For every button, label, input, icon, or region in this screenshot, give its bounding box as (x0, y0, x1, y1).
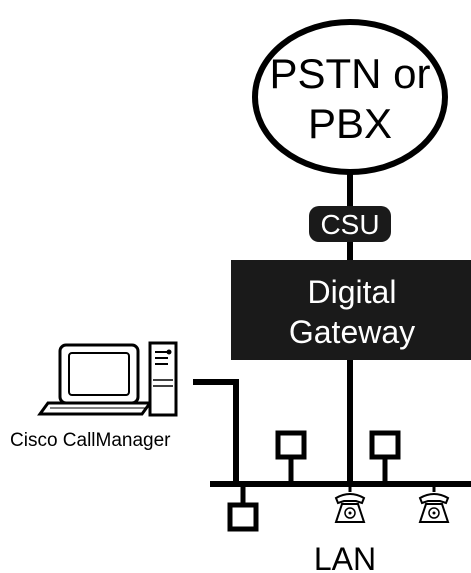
csu-label: CSU (320, 209, 379, 240)
csu-box (309, 206, 391, 242)
digital-gateway-box (231, 260, 471, 360)
gateway-label-line1: Digital (308, 274, 397, 310)
server-connection (193, 379, 239, 484)
ip-phone-1 (334, 484, 366, 523)
pstn-label: PSTN or (269, 50, 430, 97)
callmanager-server-icon (37, 341, 178, 417)
ip-phone-2 (418, 484, 450, 523)
lan-device-lower (227, 484, 259, 532)
lan-device-upper-2 (369, 430, 401, 484)
pbx-label: PBX (308, 100, 392, 147)
lan-device-upper-1 (275, 430, 307, 484)
callmanager-label: Cisco CallManager (10, 430, 171, 451)
lan-label: LAN (314, 541, 376, 573)
pstn-pbx-node (252, 19, 448, 175)
gateway-label-line2: Gateway (289, 314, 415, 350)
